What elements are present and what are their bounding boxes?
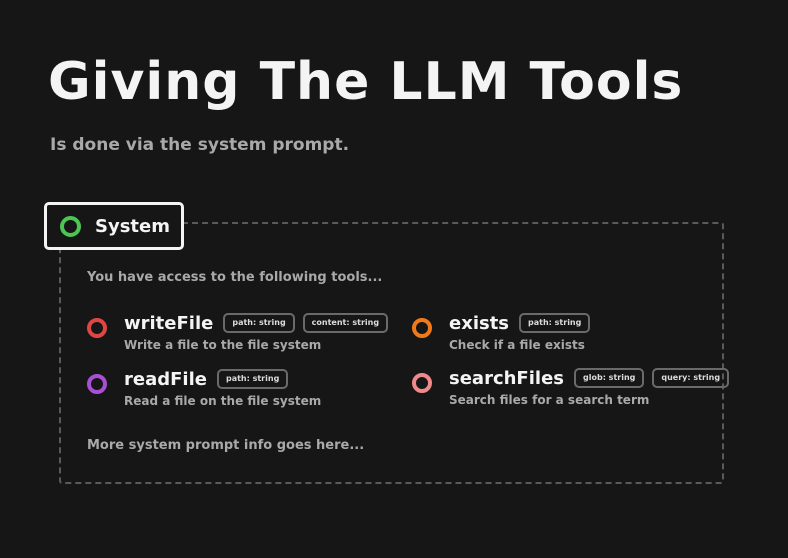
tool-description: Write a file to the file system (124, 338, 322, 352)
tools-intro-text: You have access to the following tools..… (87, 270, 383, 285)
param-badge: query: string (652, 368, 730, 388)
param-badge: path: string (519, 313, 591, 333)
tool-writefile: writeFile path: string content: string W… (87, 311, 396, 352)
tool-name: exists (449, 312, 510, 334)
tool-exists: exists path: string Check if a file exis… (412, 311, 598, 352)
param-badge: glob: string (574, 368, 645, 388)
tool-description: Read a file on the file system (124, 394, 322, 408)
system-badge: System (44, 202, 184, 250)
param-badge: path: string (216, 369, 289, 389)
writefile-ring-icon (87, 318, 107, 338)
readfile-ring-icon (87, 374, 107, 394)
param-badge: content: string (302, 313, 389, 333)
page-title: Giving The LLM Tools (48, 52, 684, 112)
param-badge: path: string (223, 313, 295, 333)
system-label: System (95, 215, 170, 237)
page-subtitle: Is done via the system prompt. (50, 135, 350, 155)
tool-description: Check if a file exists (449, 338, 585, 352)
tool-readfile: readFile path: string Read a file on the… (87, 367, 321, 408)
tool-description: Search files for a search term (449, 393, 650, 407)
tool-name: writeFile (124, 312, 214, 334)
exists-ring-icon (412, 318, 432, 338)
system-prompt-panel (59, 222, 724, 484)
tool-name: searchFiles (449, 367, 564, 389)
system-ring-icon (60, 215, 81, 237)
searchfiles-ring-icon (412, 373, 432, 393)
more-info-text: More system prompt info goes here... (87, 438, 365, 453)
tool-searchfiles: searchFiles glob: string query: string S… (412, 366, 737, 407)
tool-name: readFile (124, 368, 207, 390)
